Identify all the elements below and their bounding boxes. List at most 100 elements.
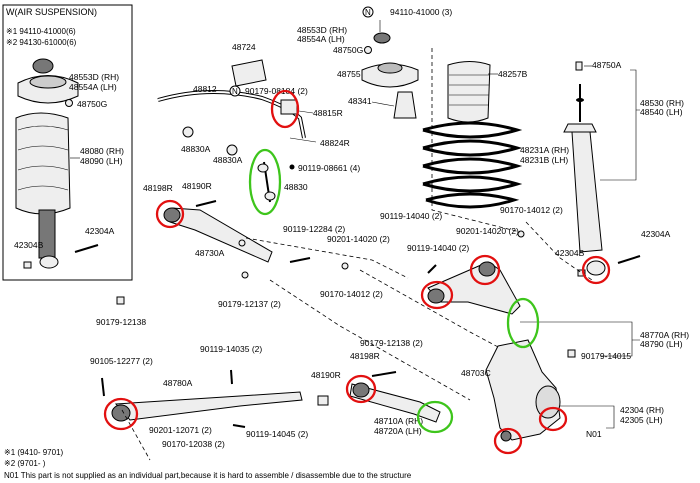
highlight-48198r-2 <box>345 374 377 404</box>
label-48341: 48341 <box>348 96 372 106</box>
air-note-2: ※2 94130-61000(6) <box>6 38 77 47</box>
label-90119-12284: 90119-12284 (2) <box>283 224 345 234</box>
red-highlights <box>103 89 611 455</box>
label-48770a: 48770A (RH) <box>640 330 689 340</box>
label-90170-12038: 90170-12038 (2) <box>162 439 225 449</box>
shock-body <box>571 131 603 253</box>
label-90170-14012-a: 90170-14012 (2) <box>500 205 563 215</box>
label-90105-12277: 90105-12277 (2) <box>90 356 153 366</box>
label-48830a-1: 48830A <box>181 144 211 154</box>
highlight-knuckle <box>538 406 568 432</box>
label-42304: 42304 (RH) <box>620 405 664 415</box>
label-90119-14040-b: 90119-14040 (2) <box>407 243 469 253</box>
air-label-48080: 48080 (RH) <box>80 146 124 156</box>
lower-arms-group: 90105-12277 (2) 90119-14035 (2) 48780A 9… <box>90 338 441 449</box>
label-48530: 48530 (RH) <box>640 98 684 108</box>
shock-absorber-group: 48750A 48530 (RH) 48540 (LH) 42304B 4230… <box>555 60 684 277</box>
dust-boot <box>447 61 491 123</box>
bracket-48724 <box>231 59 267 87</box>
air-lower-rod <box>38 209 56 259</box>
label-48750a: 48750A <box>592 60 622 70</box>
guide-lines <box>121 48 593 461</box>
highlight-48780a <box>103 397 139 431</box>
highlight-arm-bushing-rear <box>469 254 501 286</box>
label-48830: 48830 <box>284 182 308 192</box>
label-48812: 48812 <box>193 84 217 94</box>
label-48231b: 48231B (LH) <box>520 155 568 165</box>
top-nut <box>373 32 391 44</box>
label-90119-14040-a: 90119-14040 (2) <box>380 211 442 221</box>
label-48830a-2: 48830A <box>213 155 243 165</box>
label-nut-top: 94110-41000 (3) <box>390 7 452 17</box>
label-48703c: 48703C <box>461 368 491 378</box>
arm-48780a <box>114 391 303 421</box>
label-90170-14012-b: 90170-14012 (2) <box>320 289 383 299</box>
label-48190r-1: 48190R <box>182 181 212 191</box>
top-mount-group: N 94110-41000 (3) 48553D (RH) 48554A (LH… <box>297 6 452 119</box>
stabilizer-group: 48812 48724 N 90179-08184 (2) 48815R 488… <box>157 42 360 203</box>
air-spring <box>15 112 71 215</box>
label-48730a: 48730A <box>195 248 225 258</box>
bushing-48815r <box>280 99 298 115</box>
highlight-48830 <box>248 148 282 216</box>
label-90119-14035: 90119-14035 (2) <box>200 344 262 354</box>
label-48554a: 48554A (LH) <box>297 34 345 44</box>
highlight-48815r <box>270 89 300 129</box>
highlight-n01 <box>493 427 523 455</box>
label-48553d: 48553D (RH) <box>297 25 347 35</box>
air-nut <box>32 58 54 74</box>
highlight-arm-bushing-front <box>420 280 454 310</box>
label-90119-14045: 90119-14045 (2) <box>246 429 308 439</box>
label-48198r-2: 48198R <box>350 351 380 361</box>
label-90179-14015: 90179-14015 <box>581 351 631 361</box>
air-label-48090: 48090 (LH) <box>80 156 123 166</box>
label-42304a: 42304A <box>641 229 671 239</box>
label-48724: 48724 <box>232 42 256 52</box>
coil-spring <box>422 121 523 209</box>
label-48815r: 48815R <box>313 108 343 118</box>
label-48790: 48790 (LH) <box>640 339 683 349</box>
label-48257b: 48257B <box>498 69 528 79</box>
air-suspension-title: W(AIR SUSPENSION) <box>6 7 97 17</box>
label-90119-08661: 90119-08661 (4) <box>298 163 360 173</box>
air-label-48554a: 48554A (LH) <box>69 82 117 92</box>
air-label-48750g: 48750G <box>77 99 107 109</box>
label-42304b: 42304B <box>555 248 585 258</box>
coil-spring-group: 48231A (RH) 48231B (LH) <box>422 121 569 209</box>
label-48750g: 48750G <box>333 45 363 55</box>
highlight-48710a <box>416 400 454 434</box>
label-n01: N01 <box>586 429 602 439</box>
air-note-1: ※1 94110-41000(6) <box>6 27 76 36</box>
footnote-1: ※1 (9410- 9701) <box>4 448 64 457</box>
air-label-48553d: 48553D (RH) <box>69 72 119 82</box>
footnote-3: N01 This part is not supplied as an indi… <box>4 471 412 480</box>
label-42305: 42305 (LH) <box>620 415 663 425</box>
arm-48730a-group: 48198R 48190R 48730A 90119-12284 (2) 902… <box>96 181 390 327</box>
label-90179-12138-b: 90179-12138 (2) <box>360 338 423 348</box>
svg-text:N: N <box>365 8 371 17</box>
svg-text:N: N <box>232 87 238 96</box>
highlight-48198r-1 <box>155 199 185 229</box>
label-48824r: 48824R <box>320 138 350 148</box>
label-48720a: 48720A (LH) <box>374 426 422 436</box>
label-90201-12071: 90201-12071 (2) <box>149 425 212 435</box>
air-label-42304b: 42304B <box>14 240 44 250</box>
air-suspension-frame <box>2 4 133 281</box>
label-90179-12137: 90179-12137 (2) <box>218 299 281 309</box>
stabilizer-bar <box>157 89 306 139</box>
footnote-2: ※2 (9701- ) <box>4 459 46 468</box>
label-48190r-2: 48190R <box>311 370 341 380</box>
shock-bolt <box>617 255 641 264</box>
footnotes: ※1 (9410- 9701) ※2 (9701- ) N01 This par… <box>4 448 412 480</box>
air-label-42304a: 42304A <box>85 226 115 236</box>
highlight-ball-joint <box>506 297 540 349</box>
label-90179-08184: 90179-08184 (2) <box>245 86 308 96</box>
n-marker-icon <box>362 6 374 18</box>
label-48198r-1: 48198R <box>143 183 173 193</box>
label-90179-12138-a: 90179-12138 <box>96 317 146 327</box>
label-48780a: 48780A <box>163 378 193 388</box>
n-marker-icon <box>229 85 241 97</box>
label-48231a: 48231A (RH) <box>520 145 569 155</box>
